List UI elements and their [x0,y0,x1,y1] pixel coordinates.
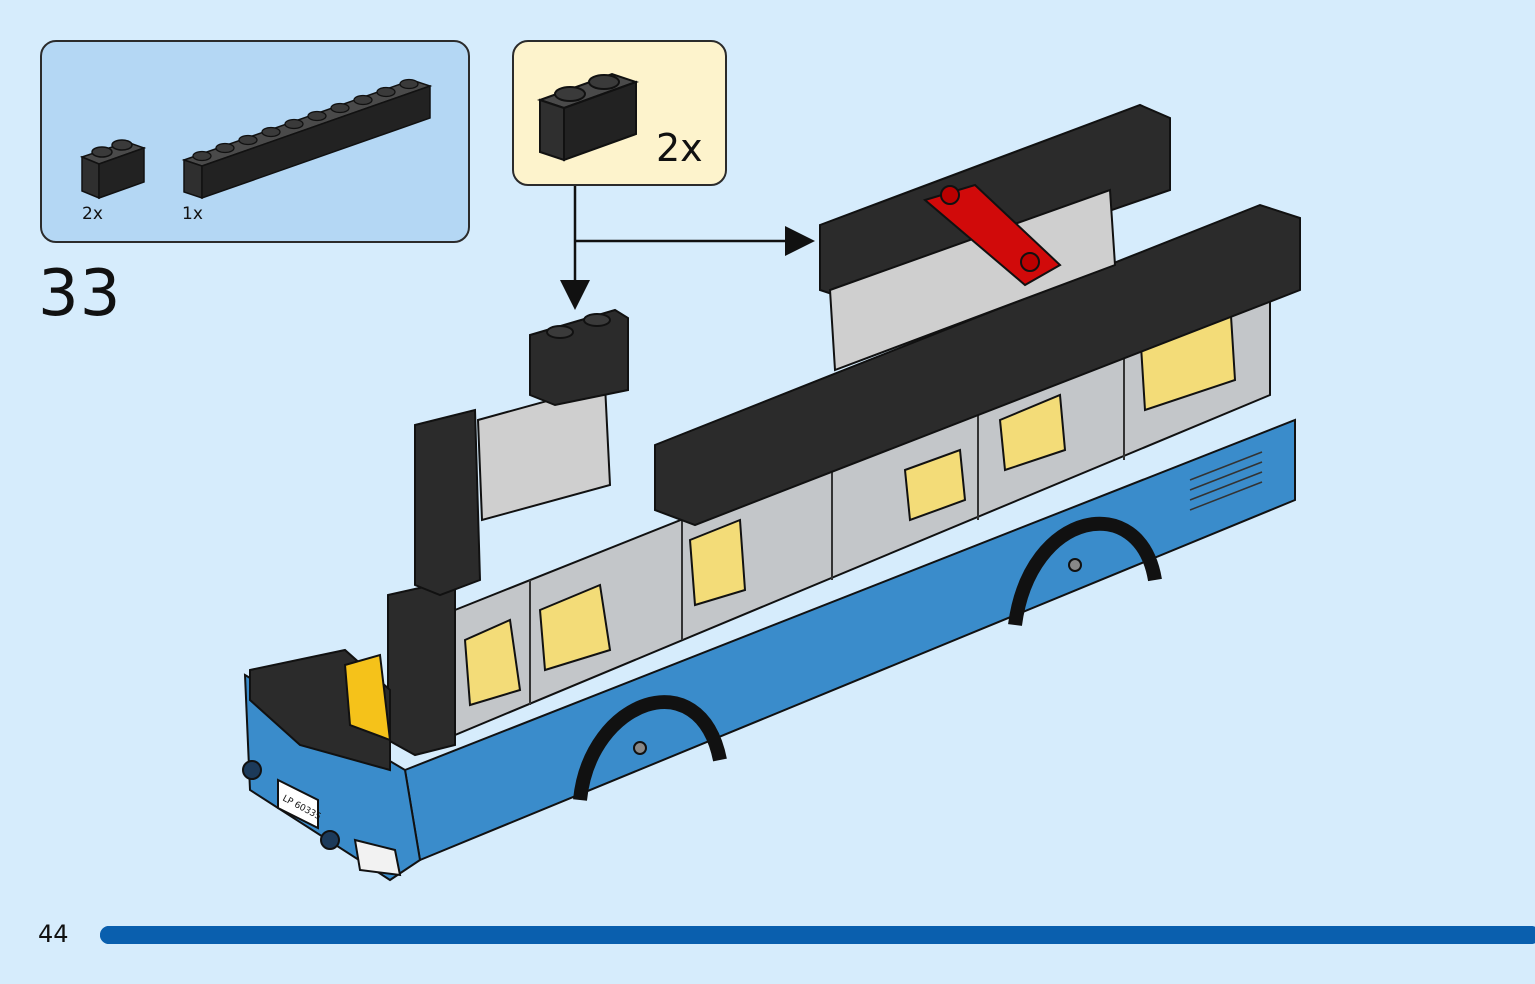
part-quantity: 2x [82,204,103,224]
progress-bar-fill [100,926,1535,944]
progress-bar [100,926,1535,944]
license-plate: LP 60335 [281,794,323,823]
step-number: 33 [38,257,122,331]
brick-1x2-black-icon [536,72,640,162]
part-quantity: 1x [182,204,203,224]
brick-1x2-black-icon [79,139,147,200]
parts-list-illustration [79,78,433,200]
page-number: 44 [38,920,69,948]
placement-arrows [560,186,815,310]
sub-assembly-illustration [536,72,640,162]
sub-assembly-box: 2x [512,40,727,186]
brick-1x10-black-icon [181,78,433,200]
parts-list-box: 2x 1x [40,40,470,243]
sub-assembly-quantity: 2x [656,126,703,170]
